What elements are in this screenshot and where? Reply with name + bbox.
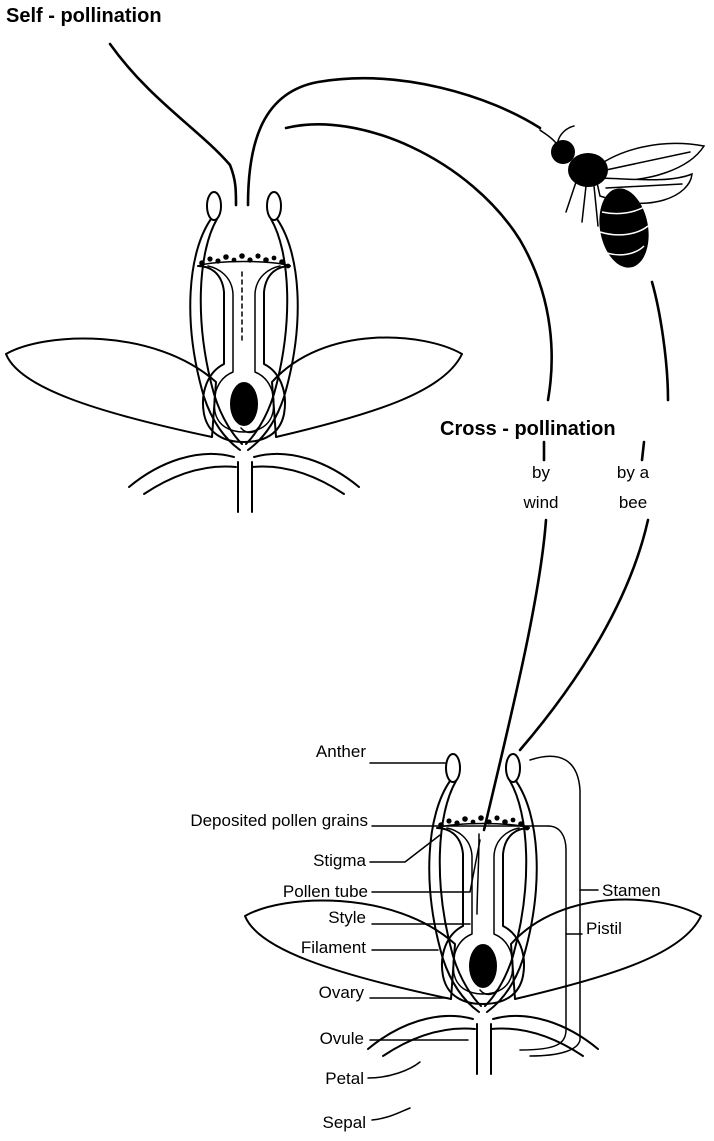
label-sepal: Sepal	[323, 1113, 366, 1132]
label-stigma: Stigma	[313, 851, 366, 870]
by-wind-line2: wind	[523, 493, 559, 512]
self-pollination-curve	[110, 44, 236, 205]
bee-icon	[540, 126, 704, 272]
by-bee-line1: by a	[617, 463, 650, 482]
self-pollination-heading: Self - pollination	[6, 5, 162, 27]
label-deposited-pollen: Deposited pollen grains	[190, 811, 368, 830]
label-petal: Petal	[325, 1069, 364, 1088]
bee-tick	[642, 442, 644, 460]
wind-curve-bottom	[484, 520, 546, 830]
label-pistil: Pistil	[586, 919, 622, 938]
by-wind-line1: by	[532, 463, 550, 482]
cross-pollination-heading: Cross - pollination	[440, 418, 616, 440]
label-ovary: Ovary	[319, 983, 365, 1002]
label-pollen-tube: Pollen tube	[283, 882, 368, 901]
label-leaders	[368, 756, 598, 1120]
bottom-flower	[245, 754, 701, 1074]
anther-to-bee-arc	[248, 78, 540, 205]
label-stamen: Stamen	[602, 881, 661, 900]
bee-curve-bottom	[520, 520, 648, 750]
label-filament: Filament	[301, 938, 366, 957]
top-flower	[6, 192, 462, 512]
label-style: Style	[328, 908, 366, 927]
label-anther: Anther	[316, 742, 366, 761]
bee-curve-top	[652, 282, 668, 400]
wind-curve-top	[286, 124, 552, 400]
by-bee-line2: bee	[619, 493, 647, 512]
label-ovule: Ovule	[320, 1029, 364, 1048]
